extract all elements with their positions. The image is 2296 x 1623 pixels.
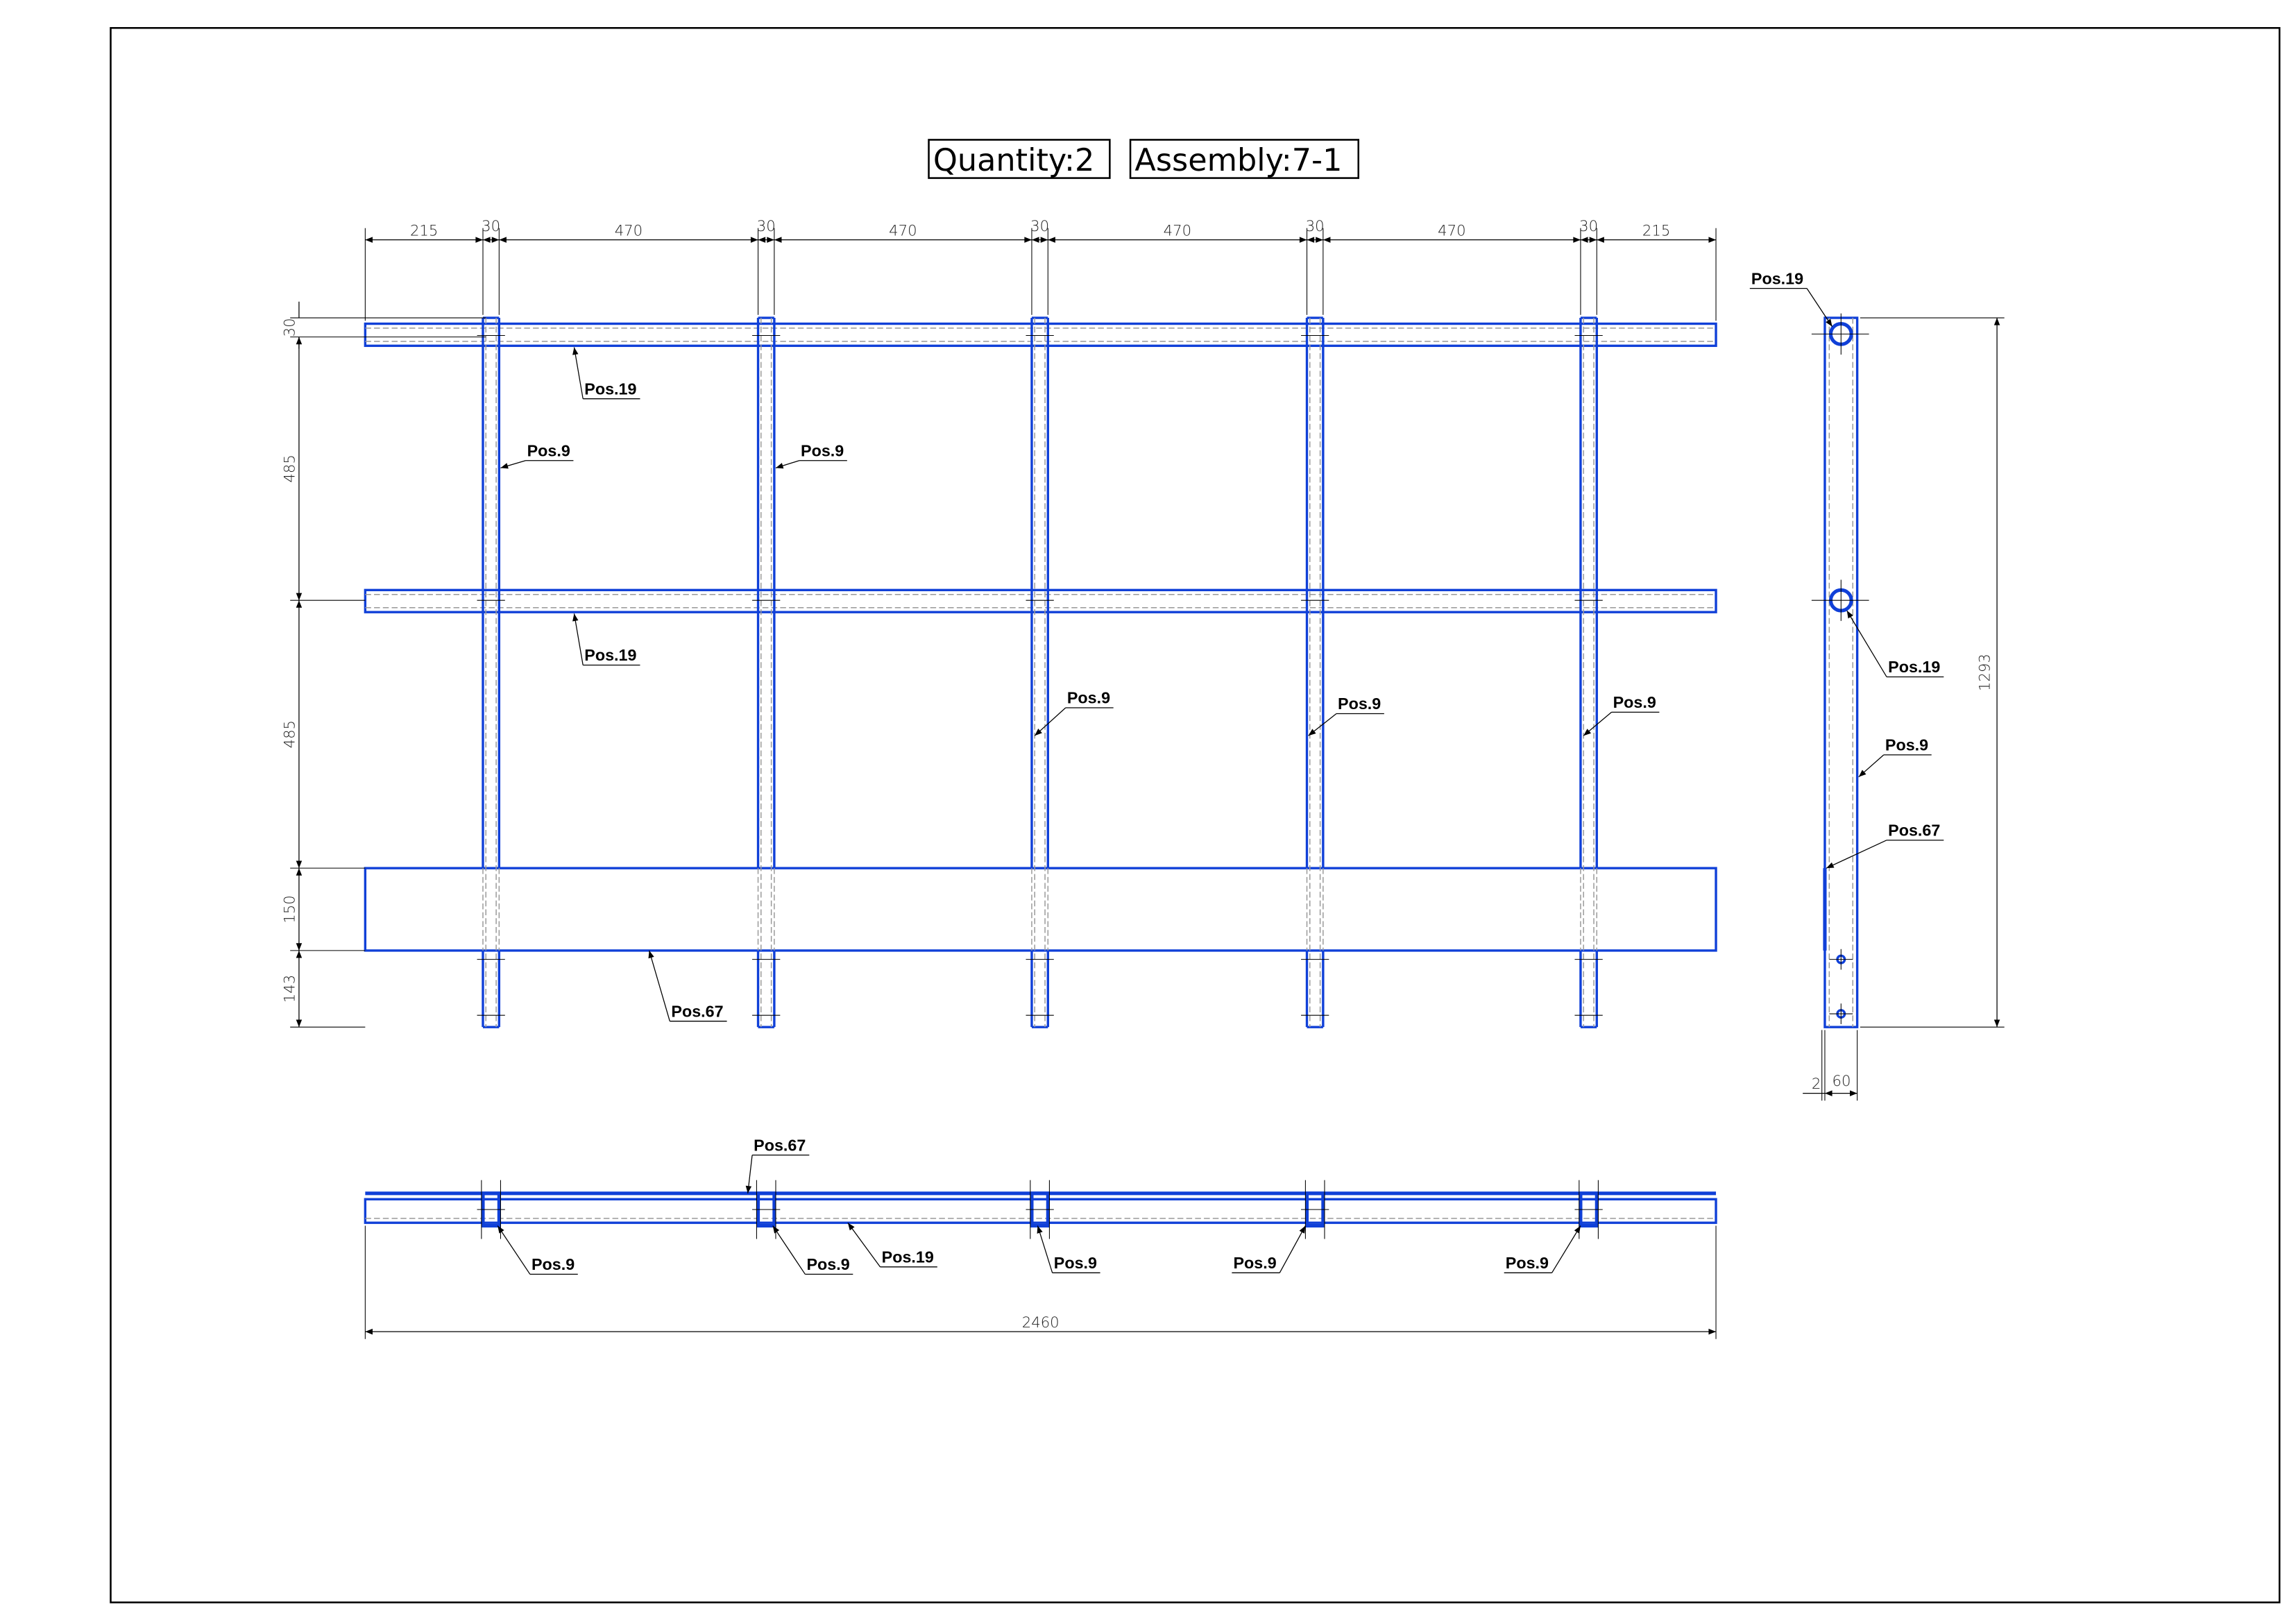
leader-arrow xyxy=(1034,707,1066,736)
position-label: Pos.9 xyxy=(1506,1254,1549,1272)
position-label: Pos.67 xyxy=(671,1002,723,1020)
leader-arrow xyxy=(572,613,584,665)
horizontal-rail xyxy=(364,588,1717,613)
left-dimension-label: 143 xyxy=(281,975,298,1003)
assembly-box xyxy=(1129,139,1360,179)
height-dimension-label: 1293 xyxy=(1975,654,1993,691)
bottom-rail xyxy=(364,1198,1717,1224)
leader-callout: Pos.9 xyxy=(500,441,574,469)
top-dimension-label: 470 xyxy=(615,221,643,239)
position-label: Pos.9 xyxy=(527,441,570,459)
leader-arrow xyxy=(1826,840,1887,869)
left-dimension-label: 30 xyxy=(281,318,298,337)
position-label: Pos.19 xyxy=(1888,658,1940,676)
leader-callout: Pos.9 xyxy=(1308,695,1384,736)
top-dimension-label: 470 xyxy=(889,221,917,239)
position-label: Pos.9 xyxy=(532,1255,575,1273)
quantity-label: Quantity:2 xyxy=(933,142,1094,178)
leader-arrow xyxy=(500,460,526,469)
position-label: Pos.9 xyxy=(1054,1254,1097,1272)
leader-arrow xyxy=(1858,754,1885,778)
left-dimension-label: 485 xyxy=(281,454,298,482)
leader-callout: Pos.67 xyxy=(648,950,727,1022)
top-dimension-label: 30 xyxy=(482,217,500,235)
left-dimension-label: 150 xyxy=(281,895,298,923)
quantity-box xyxy=(928,139,1111,179)
leader-callout: Pos.9 xyxy=(1858,736,1932,778)
leader-callout: Pos.9 xyxy=(1504,1225,1581,1273)
leader-callout: Pos.9 xyxy=(775,441,847,469)
leader-arrow xyxy=(1846,610,1887,677)
position-label: Pos.67 xyxy=(754,1136,806,1154)
leader-callout: Pos.9 xyxy=(497,1225,578,1275)
top-dimension-label: 30 xyxy=(1030,217,1049,235)
top-dimension-label: 470 xyxy=(1164,221,1191,239)
title-block: Quantity:2 Assembly:7-1 xyxy=(928,139,1360,179)
position-label: Pos.9 xyxy=(807,1255,850,1273)
position-label: Pos.9 xyxy=(1338,695,1381,713)
top-dimension-label: 30 xyxy=(1306,217,1325,235)
leader-callout: Pos.19 xyxy=(847,1222,937,1268)
bottom-plate xyxy=(364,867,1717,952)
leader-callout: Pos.19 xyxy=(1846,610,1944,678)
position-label: Pos.9 xyxy=(1885,736,1928,754)
leader-callout: Pos.19 xyxy=(572,613,640,666)
width-dimension-label: 2 xyxy=(1812,1075,1821,1092)
top-dimension-label: 470 xyxy=(1438,221,1465,239)
leader-arrow xyxy=(775,460,800,469)
leader-arrow xyxy=(847,1222,881,1268)
front-view: 215 30 470 30 470 30 470 30 470 30 215 30 485 485 150 1… xyxy=(281,217,1717,1028)
side-view: 1293 2 60 xyxy=(1803,313,2005,1101)
top-dimension-label: 30 xyxy=(757,217,776,235)
leader-arrow xyxy=(648,950,670,1021)
top-dimension-label: 215 xyxy=(410,221,438,239)
position-label: Pos.19 xyxy=(1751,269,1803,287)
top-dimension-label: 30 xyxy=(1579,217,1598,235)
position-label: Pos.9 xyxy=(801,441,844,459)
leader-arrow xyxy=(1551,1225,1581,1273)
leader-callout: Pos.9 xyxy=(1037,1225,1100,1273)
bottom-view: 2460 xyxy=(364,1180,1717,1339)
position-label: Pos.9 xyxy=(1067,689,1110,707)
assembly-label: Assembly:7-1 xyxy=(1134,142,1342,178)
width-dimension-label: 60 xyxy=(1832,1072,1851,1089)
leader-arrow xyxy=(1583,711,1612,736)
leader-callout: Pos.19 xyxy=(572,347,640,400)
top-dimension-label: 215 xyxy=(1642,221,1670,239)
leader-arrow xyxy=(572,347,584,399)
position-label: Pos.19 xyxy=(584,380,636,398)
leader-callout: Pos.19 xyxy=(1749,269,1833,328)
leader-arrow xyxy=(745,1155,753,1193)
leader-callout: Pos.67 xyxy=(745,1136,810,1193)
leader-arrow xyxy=(1308,713,1337,736)
leader-callout: Pos.9 xyxy=(772,1225,853,1275)
leader-callout: Pos.9 xyxy=(1034,689,1114,736)
leader-arrow xyxy=(1279,1225,1306,1273)
leader-arrow xyxy=(497,1225,531,1275)
leader-arrow xyxy=(1806,288,1833,328)
horizontal-rail xyxy=(364,322,1717,348)
position-label: Pos.67 xyxy=(1888,821,1940,839)
leader-arrow xyxy=(1037,1225,1053,1273)
left-dimension-label: 485 xyxy=(281,720,298,748)
position-label: Pos.19 xyxy=(584,646,636,664)
leader-arrow xyxy=(772,1225,806,1275)
leader-callout: Pos.67 xyxy=(1826,821,1944,869)
leader-callout: Pos.9 xyxy=(1232,1225,1306,1273)
position-label: Pos.19 xyxy=(882,1248,934,1266)
position-label: Pos.9 xyxy=(1613,693,1656,711)
length-dimension-label: 2460 xyxy=(1022,1314,1060,1331)
leader-callout: Pos.9 xyxy=(1583,693,1660,736)
sheet-border xyxy=(110,27,2281,1604)
position-label: Pos.9 xyxy=(1233,1254,1276,1272)
